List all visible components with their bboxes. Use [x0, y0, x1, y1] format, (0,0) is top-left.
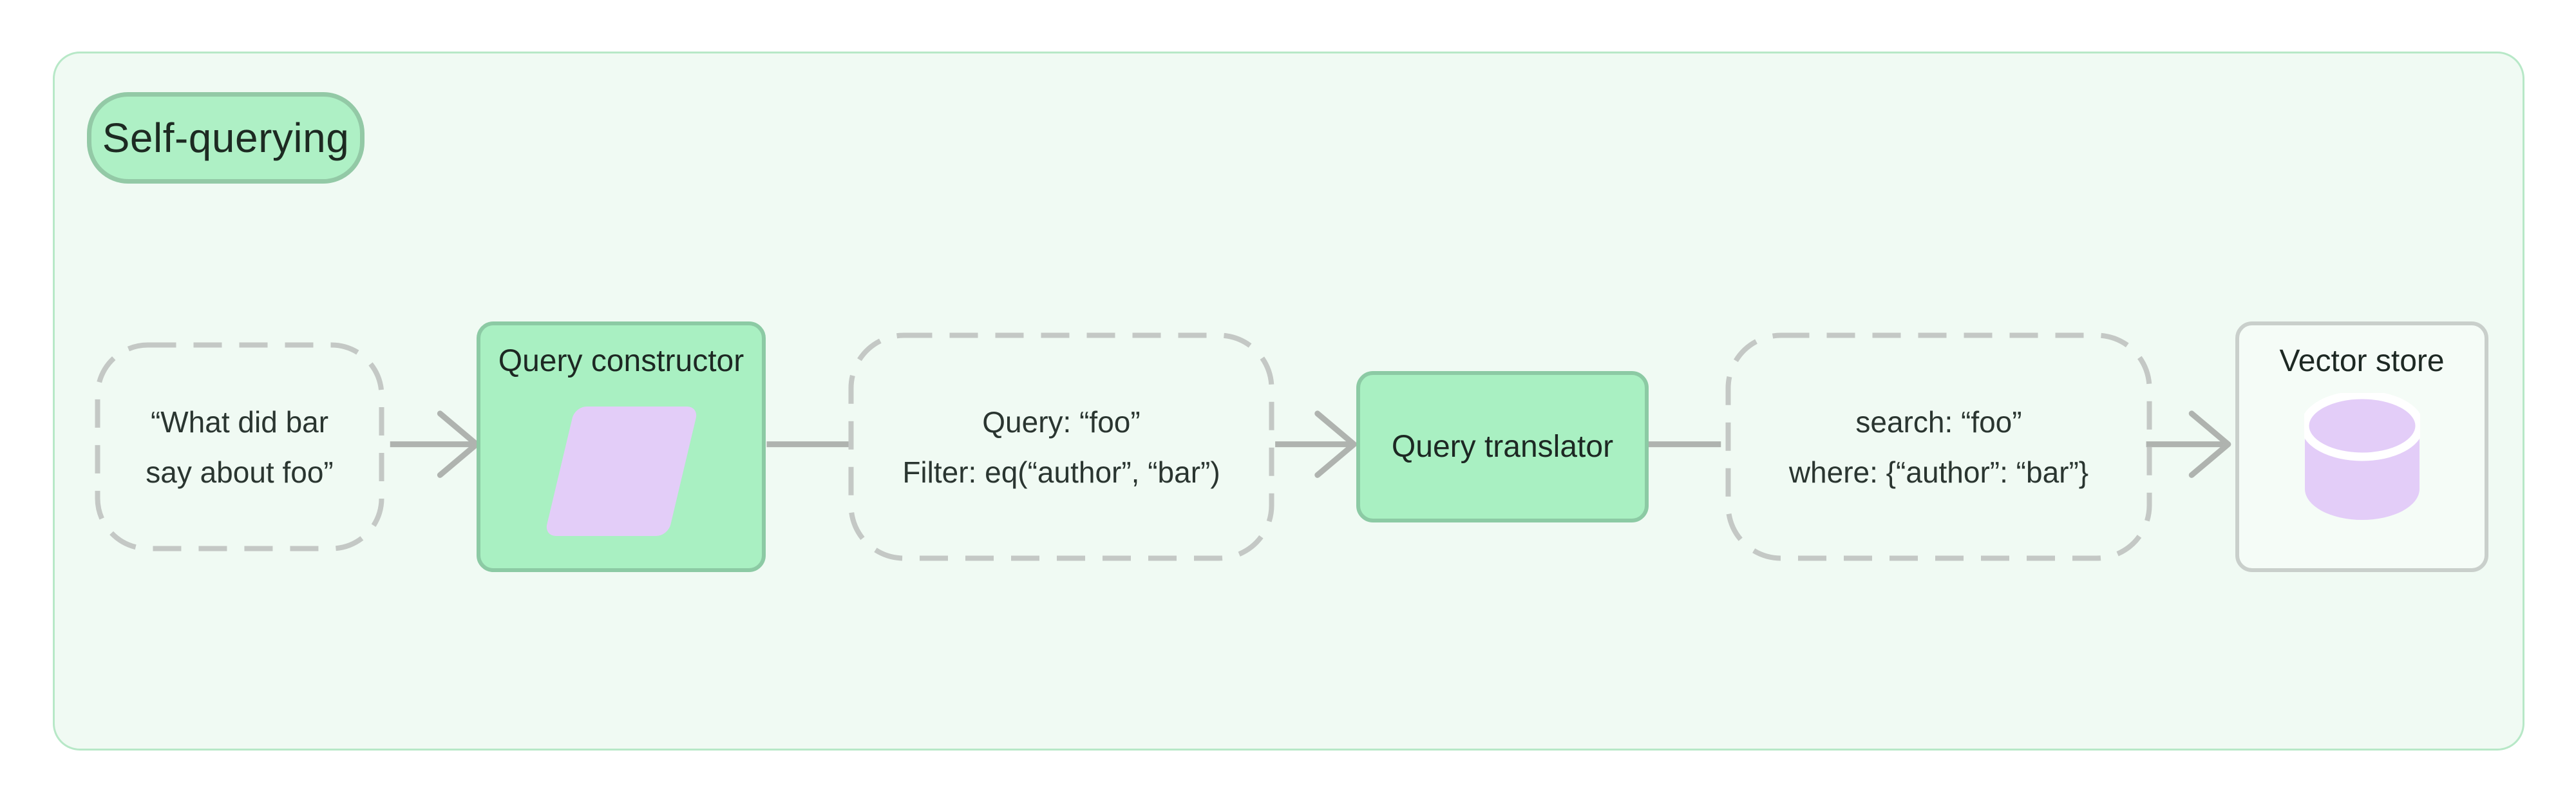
- node-vector-store: Vector store: [2235, 321, 2488, 572]
- node-translated-query: search: “foo” where: {“author”: “bar”}: [1725, 332, 2152, 561]
- node-input-query: “What did bar say about foo”: [95, 342, 384, 551]
- node-structured-query: Query: “foo” Filter: eq(“author”, “bar”): [848, 332, 1274, 561]
- arrow-translated-to-store: [2146, 410, 2231, 478]
- input-query-line1: “What did bar: [150, 405, 329, 439]
- database-icon: [2304, 393, 2420, 521]
- dashed-border: [1725, 332, 2152, 561]
- diagram-title-badge: Self-querying: [87, 92, 365, 184]
- parallelogram-icon: [544, 407, 699, 536]
- structured-query-line1: Query: “foo”: [982, 405, 1141, 439]
- flow-connectors: [390, 410, 2231, 478]
- node-query-translator: Query translator: [1356, 371, 1649, 522]
- arrow-input-to-constructor: [390, 410, 480, 478]
- input-query-line2: say about foo”: [146, 455, 334, 489]
- translated-query-line1: search: “foo”: [1855, 405, 2022, 439]
- structured-query-line2: Filter: eq(“author”, “bar”): [902, 455, 1220, 489]
- translated-query-line2: where: {“author”: “bar”}: [1788, 455, 2089, 489]
- dashed-border: [848, 332, 1274, 561]
- node-query-constructor: Query constructor: [477, 321, 766, 572]
- query-translator-label: Query translator: [1391, 429, 1614, 464]
- query-constructor-label: Query constructor: [498, 344, 744, 378]
- diagram-canvas: Self-querying “What did bar say about f: [53, 52, 2524, 751]
- diagram-title: Self-querying: [102, 115, 350, 161]
- arrow-structured-to-translator: [1275, 410, 1357, 478]
- vector-store-label: Vector store: [2279, 344, 2445, 378]
- dashed-border: [95, 342, 384, 551]
